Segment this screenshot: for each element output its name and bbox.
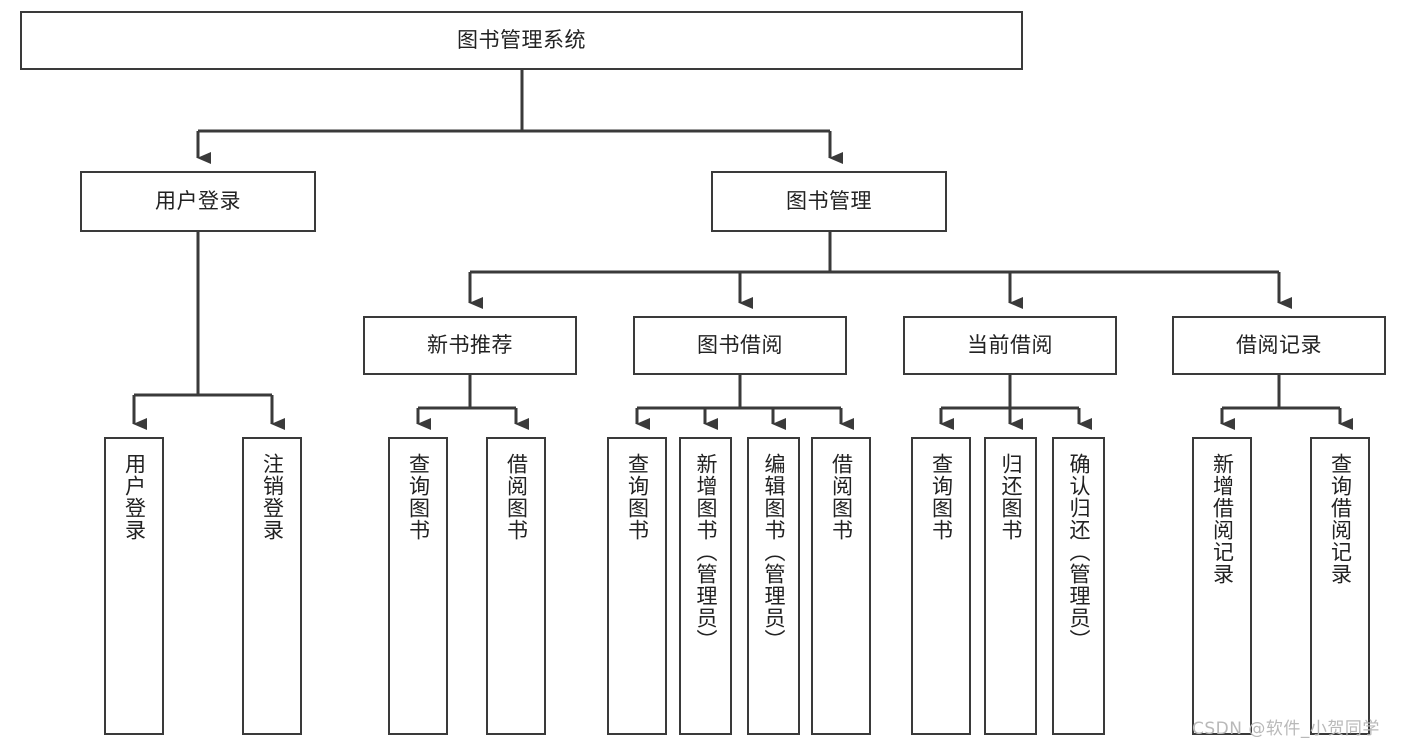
node-label: 归还图书 [998, 453, 1023, 541]
node-leaf-user-login[interactable]: 用户登录 [104, 437, 164, 735]
node-label: 当前借阅 [967, 332, 1053, 357]
node-label: 注销登录 [260, 453, 285, 541]
node-label: 查询图书 [625, 453, 650, 541]
node-leaf-query-book-recommend[interactable]: 查询图书 [388, 437, 448, 735]
watermark-text: CSDN @软件_小贺同学 [1192, 719, 1380, 739]
node-label: 用户登录 [122, 453, 147, 541]
node-leaf-borrow-book-recommend[interactable]: 借阅图书 [486, 437, 546, 735]
node-leaf-edit-book-admin[interactable]: 编辑图书（管理员） [747, 437, 800, 735]
node-user-login[interactable]: 用户登录 [80, 171, 316, 232]
node-leaf-add-book-admin[interactable]: 新增图书（管理员） [679, 437, 732, 735]
node-leaf-query-book-current[interactable]: 查询图书 [911, 437, 971, 735]
node-root-book-management-system[interactable]: 图书管理系统 [20, 11, 1023, 70]
node-label: 新增图书（管理员） [693, 453, 718, 651]
node-label: 查询图书 [929, 453, 954, 541]
node-label: 查询借阅记录 [1328, 453, 1353, 585]
node-current-borrow[interactable]: 当前借阅 [903, 316, 1117, 375]
node-label: 图书管理 [786, 188, 872, 213]
node-new-book-recommend[interactable]: 新书推荐 [363, 316, 577, 375]
node-label: 借阅记录 [1236, 332, 1322, 357]
node-leaf-add-borrow-record[interactable]: 新增借阅记录 [1192, 437, 1252, 735]
node-borrow-record[interactable]: 借阅记录 [1172, 316, 1386, 375]
node-label: 新书推荐 [427, 332, 513, 357]
node-label: 借阅图书 [829, 453, 854, 541]
node-label: 确认归还（管理员） [1066, 453, 1091, 651]
node-leaf-logout[interactable]: 注销登录 [242, 437, 302, 735]
node-label: 编辑图书（管理员） [761, 453, 786, 651]
node-label: 图书管理系统 [457, 27, 586, 52]
node-label: 图书借阅 [697, 332, 783, 357]
node-label: 新增借阅记录 [1210, 453, 1235, 585]
node-label: 查询图书 [406, 453, 431, 541]
node-book-management[interactable]: 图书管理 [711, 171, 947, 232]
node-leaf-confirm-return-admin[interactable]: 确认归还（管理员） [1052, 437, 1105, 735]
node-leaf-return-book[interactable]: 归还图书 [984, 437, 1037, 735]
node-leaf-borrow-book[interactable]: 借阅图书 [811, 437, 871, 735]
node-leaf-query-borrow-record[interactable]: 查询借阅记录 [1310, 437, 1370, 735]
node-label: 用户登录 [155, 188, 241, 213]
node-label: 借阅图书 [504, 453, 529, 541]
node-book-borrow[interactable]: 图书借阅 [633, 316, 847, 375]
node-leaf-query-book-borrow[interactable]: 查询图书 [607, 437, 667, 735]
